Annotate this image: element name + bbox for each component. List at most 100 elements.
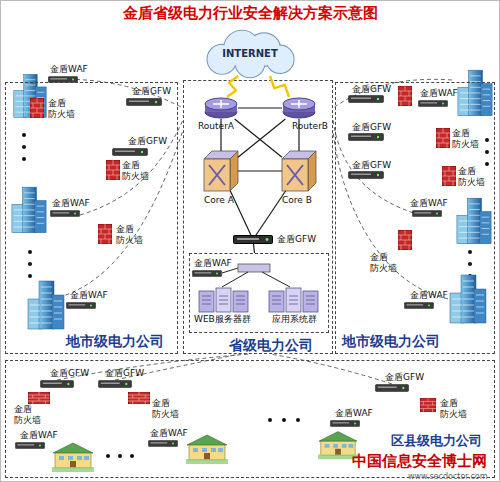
ellipsis-dot: [22, 133, 26, 137]
server-slots: [236, 296, 245, 304]
server-tower: [216, 288, 231, 312]
node-label: RouterB: [292, 121, 328, 132]
ellipsis-dot: [468, 250, 472, 254]
server-group: WEB服务器群: [198, 288, 250, 312]
ellipsis-dot: [468, 262, 472, 266]
ellipsis-dot: [28, 262, 32, 266]
network-link: [298, 119, 299, 151]
device-label: 金盾WAF: [52, 198, 90, 209]
server-tower: [199, 291, 214, 312]
device-label: 金盾 防火墙: [122, 160, 150, 182]
gateway-device: 金盾GFW: [233, 235, 273, 244]
server-slots: [272, 296, 281, 304]
node-label: RouterA: [198, 121, 234, 132]
internet-cloud: INTERNET: [200, 32, 300, 76]
firewall-icon: [28, 392, 50, 404]
wan-link: [80, 120, 183, 215]
ellipsis-dot: [485, 150, 489, 154]
appliance-body: [234, 236, 273, 244]
switch-side: [230, 151, 238, 191]
device-label: 金盾GFW: [50, 368, 89, 379]
server-group: 应用系统群: [268, 288, 320, 312]
network-link: [235, 119, 282, 157]
wan-link: [270, 354, 392, 384]
router-icon: RouterB: [282, 97, 316, 119]
ellipsis-dot: [28, 274, 32, 278]
device-label: 金盾WAF: [20, 430, 58, 441]
server-tower: [303, 291, 318, 312]
region-box: 省级电力公司RouterARouterBCore ACore B金盾GFW金盾W…: [183, 80, 333, 354]
waf-appliance: [404, 302, 433, 308]
ellipsis-dot: [22, 157, 26, 161]
router-arrows: [291, 100, 307, 108]
switch-arrows: [287, 165, 303, 185]
server-zone: 金盾WAFWEB服务器群应用系统群: [189, 253, 329, 333]
appliance-led: [266, 238, 269, 241]
router-icon-art: [282, 97, 316, 119]
wan-link: [45, 130, 183, 300]
diagram-title: 金盾省级电力行业安全解决方案示意图: [0, 4, 500, 22]
ellipsis-dot: [118, 454, 122, 458]
device-label: 金盾GFW: [105, 368, 144, 379]
server-slots: [289, 296, 298, 304]
device-label: 金盾GFW: [352, 160, 391, 171]
device-label: 金盾 防火墙: [48, 98, 76, 120]
node-label: 金盾WAF: [194, 258, 232, 269]
watermark: 中国信息安全博士网: [352, 452, 487, 470]
node-label: 地市级电力公司: [66, 333, 164, 349]
core-switch-icon: Core B: [282, 151, 316, 191]
network-link: [220, 119, 221, 151]
wan-link: [333, 120, 420, 215]
ellipsis-dot: [22, 145, 26, 149]
waf-appliance: [66, 302, 95, 308]
network-link: [238, 170, 282, 171]
network-link: [254, 244, 255, 253]
ellipsis-dot: [106, 454, 110, 458]
firewall-icon: [128, 392, 150, 404]
gfw-appliance: [349, 96, 384, 103]
core-switch-icon-art: [204, 151, 238, 191]
device-label: 金盾 防火墙: [14, 404, 42, 426]
ellipsis-dot: [296, 418, 300, 422]
device-label: 金盾WAF: [410, 290, 448, 301]
node-label: Core A: [204, 195, 234, 206]
firewall-icon: [436, 128, 450, 148]
ellipsis-dot: [282, 418, 286, 422]
firewall-icon: [30, 98, 44, 118]
appliance-panel: [237, 238, 259, 240]
device-label: 金盾WAF: [70, 290, 108, 301]
ellipsis-dot: [28, 250, 32, 254]
device-label: 金盾WAF: [50, 64, 88, 75]
lan-wire: [222, 268, 290, 287]
switch-arrows: [209, 165, 225, 185]
gfw-appliance: [375, 385, 408, 392]
ellipsis-dot: [485, 162, 489, 166]
device-label: 金盾GFW: [128, 136, 167, 147]
firewall-icon: [398, 86, 412, 106]
node-label: 应用系统群: [272, 314, 317, 325]
server-group-art: [198, 288, 250, 312]
region-box: 地市级电力公司: [5, 82, 178, 354]
waf-appliance: [15, 442, 44, 448]
waf-appliance: [412, 210, 441, 216]
watermark: www.secdoctor.com: [408, 472, 488, 481]
wan-link: [48, 79, 183, 108]
access-switch: [238, 264, 270, 272]
waf-appliance: [330, 420, 359, 426]
node-label: 金盾GFW: [277, 234, 316, 245]
server-slots: [219, 296, 228, 304]
device-label: 金盾WAF: [335, 408, 373, 419]
router-arrows: [213, 100, 229, 108]
gfw-appliance: [127, 99, 162, 106]
server-tower: [269, 291, 284, 312]
node-label: Core B: [282, 195, 312, 206]
gfw-appliance: [349, 134, 384, 141]
switch-front: [282, 159, 308, 191]
firewall-icon: [98, 224, 112, 244]
device-label: 金盾GFW: [132, 86, 171, 97]
office-building: [14, 74, 46, 117]
firewall-icon: [106, 160, 120, 180]
office-building: [28, 281, 64, 329]
